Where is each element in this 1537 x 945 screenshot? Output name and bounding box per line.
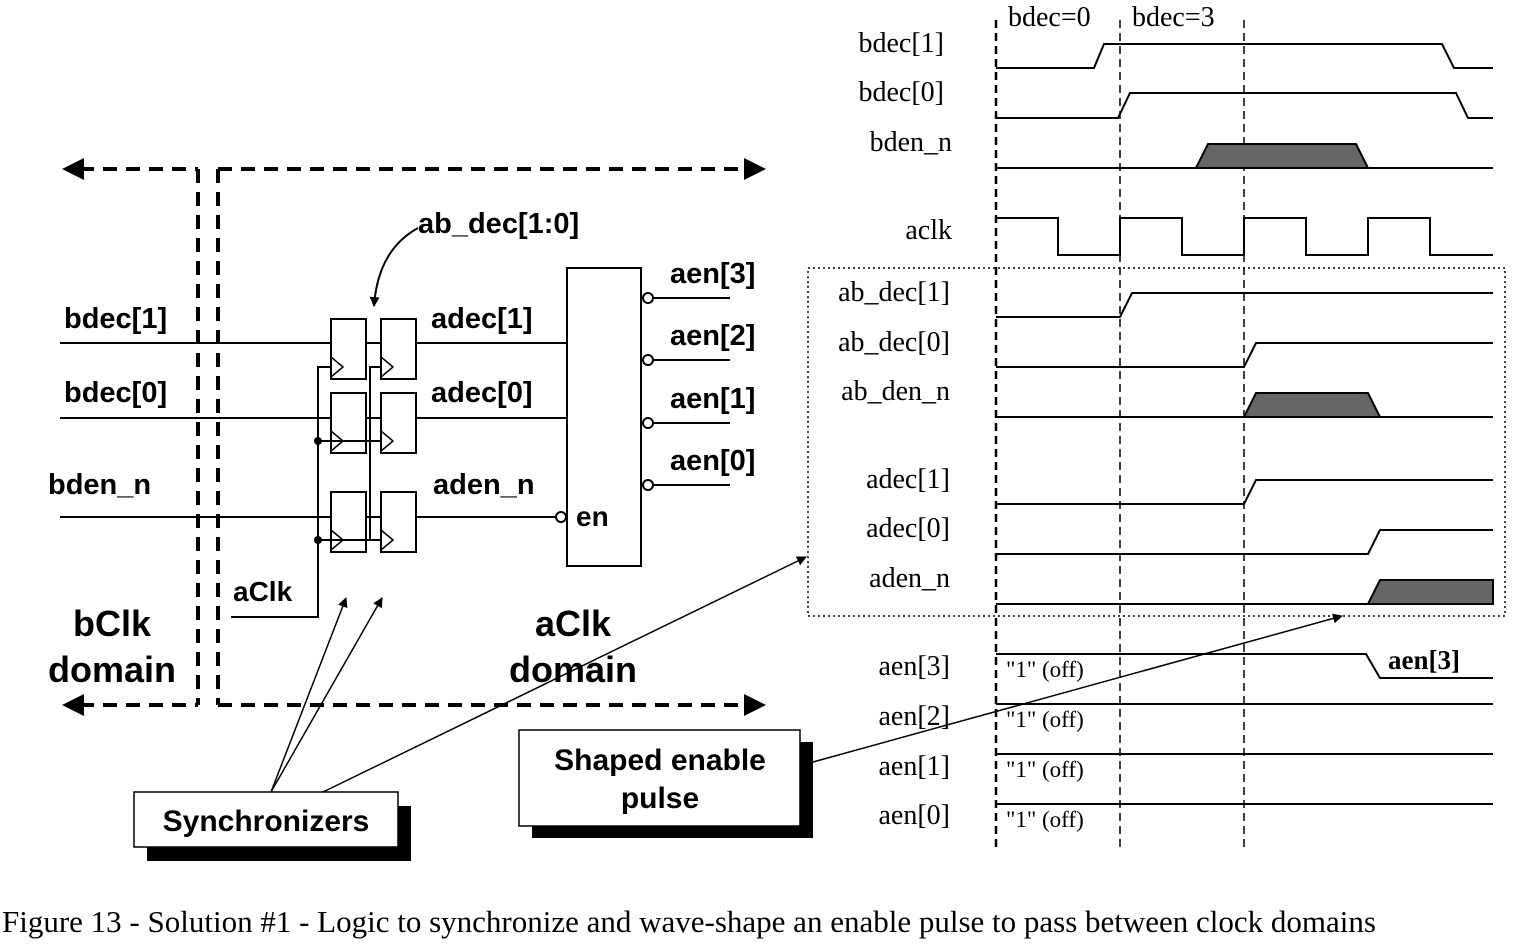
decoder-enable-label: en: [576, 501, 609, 532]
wire-label-aden-n: aden_n: [433, 469, 535, 501]
shaped-pulse-label-2: pulse: [621, 782, 699, 815]
shaped-pulse-callout: [518, 613, 1343, 838]
signal-name-bdec0: bdec[0]: [858, 77, 944, 108]
output-label-aen1: aen[1]: [670, 383, 755, 415]
aclk-distribution: [231, 366, 381, 618]
signal-name-ab-dec1: ab_dec[1]: [838, 277, 950, 308]
signal-name-aen0: aen[0]: [878, 800, 950, 831]
bclk-domain-label-1: bClk: [73, 603, 152, 644]
shaped-pulse-label-1: Shaped enable: [554, 744, 766, 777]
signal-name-aclk: aclk: [905, 215, 952, 246]
bclk-domain-label-2: domain: [48, 649, 176, 690]
output-label-aen3: aen[3]: [670, 258, 755, 290]
enable-inversion-bubble: [555, 511, 567, 523]
wire-label-adec1: adec[1]: [431, 303, 533, 335]
aclk-domain-label-1: aClk: [535, 603, 612, 644]
bus-label-ab-dec: ab_dec[1:0]: [418, 208, 579, 240]
off-label-aen0: "1" (off): [1006, 807, 1084, 832]
clock-domain-boundary: [62, 158, 766, 716]
aclk-domain-signals-box: [807, 267, 1506, 617]
decoder-block: [566, 267, 642, 567]
synchronizers-callout: [133, 556, 807, 861]
signal-name-ab-den-n: ab_den_n: [841, 376, 950, 407]
figure-caption: Figure 13 - Solution #1 - Logic to synch…: [2, 904, 1376, 939]
signal-name-aen1: aen[1]: [878, 751, 950, 782]
aclk-domain-label-2: domain: [509, 649, 637, 690]
synchronizer-flip-flops: [330, 318, 417, 553]
signal-name-adec0: adec[0]: [866, 513, 950, 544]
input-label-bdec0: bdec[0]: [64, 377, 167, 409]
signal-name-aen3: aen[3]: [878, 651, 950, 682]
off-label-aen1: "1" (off): [1006, 757, 1084, 782]
input-label-bden-n: bden_n: [48, 469, 151, 501]
signal-name-adec1: adec[1]: [866, 464, 950, 495]
input-wires: [60, 342, 331, 518]
output-label-aen0: aen[0]: [670, 445, 755, 477]
wire-label-adec0: adec[0]: [431, 377, 533, 409]
signal-name-ab-dec0: ab_dec[0]: [838, 327, 950, 358]
marker-label-bdec3: bdec=3: [1132, 2, 1215, 33]
marker-label-bdec0: bdec=0: [1008, 2, 1091, 33]
aen3-pulse-label: aen[3]: [1388, 645, 1460, 675]
synchronizers-label: Synchronizers: [163, 805, 370, 838]
signal-name-aden-n: aden_n: [869, 563, 950, 594]
waveforms: [996, 43, 1494, 805]
signal-name-aen2: aen[2]: [878, 701, 950, 732]
signal-name-bdec1: bdec[1]: [858, 28, 944, 59]
input-label-bdec1: bdec[1]: [64, 303, 167, 335]
signal-name-bden-n: bden_n: [870, 127, 952, 158]
output-label-aen2: aen[2]: [670, 320, 755, 352]
off-label-aen2: "1" (off): [1006, 707, 1084, 732]
off-label-aen3: "1" (off): [1006, 657, 1084, 682]
decoder-output-wires: [642, 292, 730, 491]
aclk-input-label: aClk: [233, 576, 293, 607]
synchronizer-output-wires: [416, 342, 567, 518]
